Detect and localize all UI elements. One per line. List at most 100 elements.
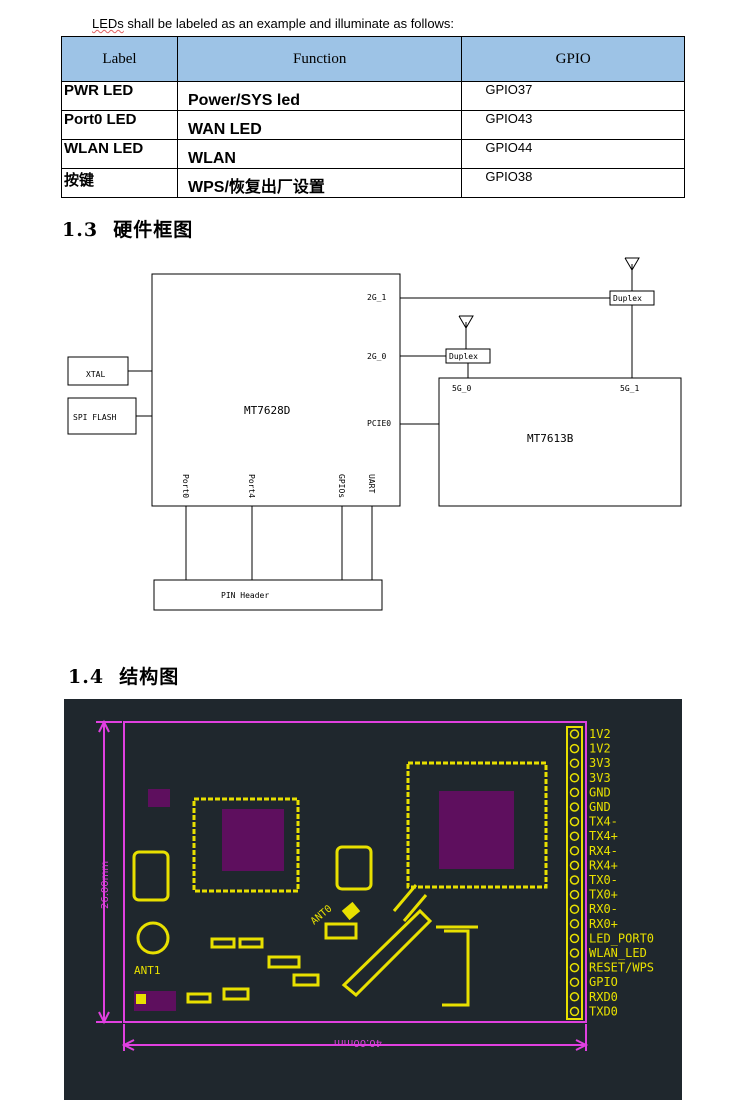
header-pin [569, 919, 580, 929]
header-pin [569, 758, 580, 768]
pin-label: 1V2 [589, 742, 611, 756]
board-outline [123, 721, 587, 1023]
duplex-top-label: Duplex [613, 294, 642, 303]
antenna-trace [341, 908, 433, 998]
pin-label: RX0+ [589, 917, 618, 931]
cell-gpio: GPIO38 [461, 168, 685, 198]
intro-text: LEDs shall be labeled as an example and … [92, 16, 454, 31]
port-label: GPIOs [337, 474, 346, 498]
pin-5g0-label: 5G_0 [452, 384, 471, 393]
cell-label: 按键 [61, 168, 178, 198]
port-label: UART [367, 474, 376, 493]
section-title: 结构图 [119, 666, 180, 688]
mt7613b-box [438, 377, 682, 507]
chip-outline-right [406, 761, 548, 889]
cell-label: PWR LED [61, 81, 178, 111]
header-pin [569, 904, 580, 914]
led-footprint [335, 845, 373, 891]
header-pin [569, 729, 580, 739]
pin-label: GND [589, 800, 611, 814]
header-label: Label [61, 36, 178, 82]
header-pin [569, 992, 580, 1002]
cell-label: Port0 LED [61, 110, 178, 140]
section-number: 1.4 [68, 666, 105, 688]
header-function: Function [176, 36, 463, 82]
cell-gpio: GPIO37 [461, 81, 685, 111]
dim-width-label: 40.00mm [334, 1037, 382, 1048]
header-pin [569, 743, 580, 754]
antenna-icon [624, 257, 640, 271]
ant1-pad-icon [136, 921, 170, 955]
header-pin [569, 1006, 580, 1017]
pin-pcie0-label: PCIE0 [367, 419, 391, 428]
cell-function: WPS/恢复出厂设置 [176, 168, 463, 198]
header-pin [569, 787, 580, 798]
header-pin [569, 802, 580, 812]
main-chip-label: MT7628D [244, 404, 290, 417]
pin-5g1-label: 5G_1 [620, 384, 639, 393]
pin-label: RX4- [589, 844, 618, 858]
pin-label: TX0- [589, 873, 618, 887]
pcb-layout: 26.00mm 40.00mm [64, 699, 682, 1100]
pin-header-outline [566, 726, 583, 1020]
header-pin [569, 889, 580, 900]
pin-label: 1V2 [589, 727, 611, 741]
header-pin [569, 816, 580, 827]
table-header-row: Label Function GPIO [61, 36, 685, 82]
section-title: 硬件框图 [113, 219, 194, 241]
pin-label: TX4- [589, 815, 618, 829]
pin-label: TXD0 [589, 1004, 618, 1018]
dim-height-label: 26.00mm [100, 861, 111, 909]
pin-label: GND [589, 785, 611, 799]
header-pin [569, 846, 580, 856]
antenna-icon [458, 315, 474, 329]
pin-label: GPIO [589, 975, 618, 989]
header-pin [569, 773, 580, 783]
cell-function: Power/SYS led [176, 81, 463, 111]
pin-label: WLAN_LED [589, 946, 647, 960]
pin-header-box [153, 579, 383, 611]
pin-2g0-label: 2G_0 [367, 352, 386, 361]
pin-label: RESET/WPS [589, 961, 654, 975]
header-gpio: GPIO [461, 36, 685, 82]
header-pin [569, 860, 580, 871]
chip-outline-left [192, 797, 300, 893]
led-table: Label Function GPIO PWR LED Power/SYS le… [61, 36, 685, 198]
chip-pad-left [222, 809, 284, 871]
port-label: Port0 [181, 474, 190, 498]
block-diagram: MT7628D MT7613B XTAL SPI FLASH PIN Heade… [67, 257, 682, 611]
pin-label: 3V3 [589, 771, 611, 785]
header-pins [569, 729, 580, 1017]
table-row: Port0 LED WAN LED GPIO43 [61, 110, 685, 140]
intro-rest: shall be labeled as an example and illum… [123, 16, 455, 31]
pin-label: RX0- [589, 902, 618, 916]
mt7628d-box [151, 273, 401, 507]
section-heading-1-4: 1.4 结构图 [68, 662, 179, 689]
ant1-label: ANT1 [134, 964, 161, 977]
wifi-chip-label: MT7613B [527, 432, 574, 445]
pin-label: RX4+ [589, 858, 618, 872]
led-footprint [132, 850, 170, 902]
spi-flash-label: SPI FLASH [73, 413, 117, 422]
pin-label: 3V3 [589, 756, 611, 770]
intro-prefix: LEDs [92, 16, 124, 31]
pcb-drawing: 26.00mm 40.00mm [96, 719, 654, 1051]
pin-2g1-label: 2G_1 [367, 293, 386, 302]
cell-label: WLAN LED [61, 139, 178, 169]
xtal-label: XTAL [86, 370, 105, 379]
table-row: WLAN LED WLAN GPIO44 [61, 139, 685, 169]
pin-label: TX0+ [589, 888, 618, 902]
section-heading-1-3: 1.3 硬件框图 [62, 215, 193, 242]
table-row: PWR LED Power/SYS led GPIO37 [61, 81, 685, 111]
header-pin [569, 875, 580, 885]
cell-function: WAN LED [176, 110, 463, 140]
header-pin [569, 977, 580, 987]
header-pin [569, 933, 580, 944]
antenna-trace [442, 929, 470, 1007]
pin-label: RXD0 [589, 990, 618, 1004]
section-number: 1.3 [62, 219, 99, 241]
header-pin [569, 948, 580, 958]
chip-pad-right [439, 791, 514, 869]
header-pin [569, 831, 580, 841]
pin-label: TX4+ [589, 829, 618, 843]
